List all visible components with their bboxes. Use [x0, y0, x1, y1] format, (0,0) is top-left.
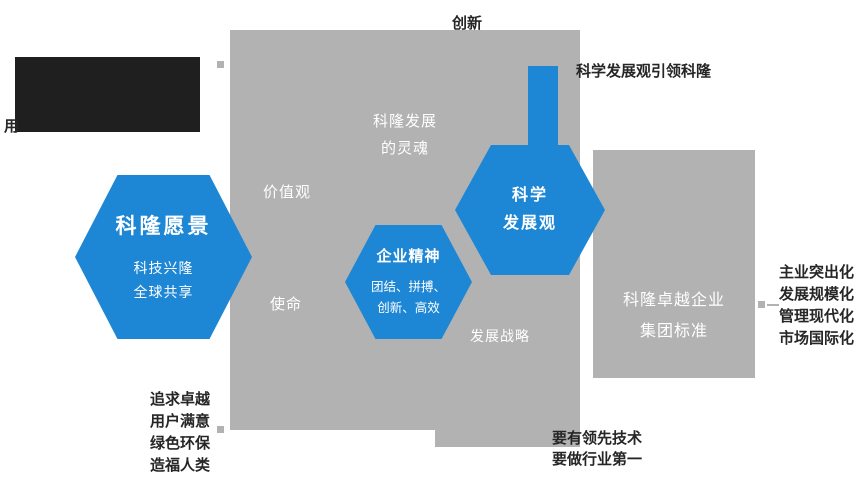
- mission-values-annotation: 追求卓越 用户满意 绿色环保 造福人类: [150, 389, 210, 477]
- connector-dot-bottom-left: [217, 426, 224, 433]
- standard-item-1: 主业突出化: [779, 264, 855, 281]
- redacted-text-block: [15, 57, 200, 132]
- science-line-1: 科学: [511, 187, 548, 204]
- goal-line-2: 要做行业第一: [552, 451, 643, 468]
- spirit-subtitle-1: 团结、拼搏、: [370, 280, 446, 294]
- goal-line-1: 要有领先技术: [552, 430, 643, 447]
- spirit-subtitle-2: 创新、高效: [377, 301, 440, 315]
- science-hexagon: 科学 发展观: [455, 145, 605, 275]
- vision-title: 科隆愿景: [115, 215, 212, 238]
- strategy-label: 发展战略: [470, 328, 530, 344]
- soul-label: 科隆发展 的灵魂: [345, 108, 465, 162]
- values-label: 价值观: [263, 184, 312, 201]
- soul-line-1: 科隆发展: [372, 113, 437, 130]
- spirit-hexagon: 企业精神 团结、拼搏、 创新、高效: [345, 225, 472, 339]
- excellence-line-1: 科隆卓越企业: [622, 292, 725, 309]
- excellence-line-2: 集团标准: [639, 323, 708, 340]
- vision-hexagon: 科隆愿景 科技兴隆 全球共享: [75, 175, 252, 339]
- value-line-1: 追求卓越: [150, 391, 211, 408]
- vision-subtitle-2: 全球共享: [133, 284, 194, 300]
- standard-item-4: 市场国际化: [779, 330, 855, 347]
- soul-line-2: 的灵魂: [380, 140, 429, 157]
- standard-item-3: 管理现代化: [779, 308, 855, 325]
- vision-subtitle-1: 科技兴隆: [133, 260, 194, 276]
- mission-label: 使命: [270, 296, 303, 313]
- science-line-2: 发展观: [502, 215, 557, 232]
- value-line-4: 造福人类: [150, 457, 211, 474]
- value-line-3: 绿色环保: [150, 435, 211, 452]
- science-development-annotation: 科学发展观引领科隆: [576, 63, 712, 80]
- connector-dot-right: [758, 301, 765, 308]
- excellence-standard-label: 科隆卓越企业 集团标准: [593, 285, 755, 347]
- excellence-standard-panel: [593, 150, 755, 378]
- strategy-goals-annotation: 要有领先技术 要做行业第一: [552, 428, 642, 470]
- connector-dot-top-left: [217, 61, 224, 68]
- standard-items-annotation: 主业突出化 发展规模化 管理现代化 市场国际化: [779, 262, 854, 350]
- standard-item-2: 发展规模化: [779, 286, 855, 303]
- connector-line-right: [767, 304, 779, 306]
- top-left-text-fragment: 用: [4, 118, 20, 135]
- value-line-2: 用户满意: [150, 413, 211, 430]
- spirit-title: 企业精神: [376, 248, 441, 265]
- innovation-annotation: 创新: [452, 15, 483, 32]
